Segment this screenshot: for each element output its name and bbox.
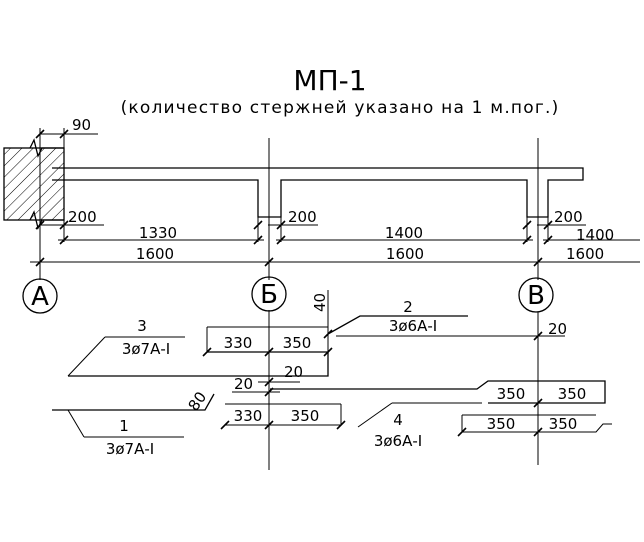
axis-label-b: Б xyxy=(260,280,278,310)
axis-marker-b: Б xyxy=(251,276,287,312)
dim-span1-clear: 1330 xyxy=(139,224,177,242)
axis-label-v: В xyxy=(527,281,545,311)
dim-span3-axis: 1600 xyxy=(566,245,604,263)
rebar-4-bottom-left-length: 350 xyxy=(487,415,516,433)
dim-span2-clear: 1400 xyxy=(385,224,423,242)
rebar-3-left-length: 330 xyxy=(224,334,253,352)
dim-gap-20-mid-b: 20 xyxy=(234,375,253,393)
rebar-3-spec: 3ø7А-I xyxy=(122,340,170,358)
grid-lines xyxy=(39,128,549,470)
rebar-1-spec: 3ø7А-I xyxy=(106,440,154,458)
dim-span2-axis: 1600 xyxy=(386,245,424,263)
rebar-4-bottom-right-length: 350 xyxy=(549,415,578,433)
axis-label-a: А xyxy=(31,282,49,312)
rebar-2-mark: 2 xyxy=(403,298,413,316)
rebar-1 xyxy=(52,393,346,438)
drawing-title: МП-1 xyxy=(293,64,366,97)
dim-span3-clear: 1400 xyxy=(576,226,614,244)
rebar-1-mark: 1 xyxy=(119,417,129,435)
dim-span1-axis: 1600 xyxy=(136,245,174,263)
rebar-4 xyxy=(270,380,612,437)
axis-marker-a: А xyxy=(22,278,58,314)
rebar-3 xyxy=(67,326,333,377)
axis-marker-v: В xyxy=(518,277,554,313)
rebar-4-top-right-length: 350 xyxy=(558,385,587,403)
dimension-lines xyxy=(30,129,640,267)
dim-support-left: 200 xyxy=(68,208,97,226)
rebar-2 xyxy=(323,290,565,341)
rebar-1-right-length: 350 xyxy=(291,407,320,425)
rebar-3-mark: 3 xyxy=(137,317,147,335)
dim-gap-20-right: 20 xyxy=(548,320,567,338)
rebar-3-right-length: 350 xyxy=(283,334,312,352)
drawing-subtitle: (количество стержней указано на 1 м.пог.… xyxy=(121,98,560,118)
dim-gap-20-mid-a: 20 xyxy=(284,363,303,381)
wall xyxy=(3,138,65,230)
dim-wall-offset: 90 xyxy=(72,116,91,134)
rebar-4-spec: 3ø6А-I xyxy=(374,432,422,450)
rebar-4-mark: 4 xyxy=(393,411,403,429)
slab-outline xyxy=(52,167,584,218)
dim-height-40: 40 xyxy=(311,293,329,312)
mid-dims xyxy=(232,377,300,397)
rebar-1-left-length: 330 xyxy=(234,407,263,425)
dim-support-mid: 200 xyxy=(288,208,317,226)
dim-support-right: 200 xyxy=(554,208,583,226)
rebar-2-spec: 3ø6А-I xyxy=(389,317,437,335)
rebar-4-top-left-length: 350 xyxy=(497,385,526,403)
